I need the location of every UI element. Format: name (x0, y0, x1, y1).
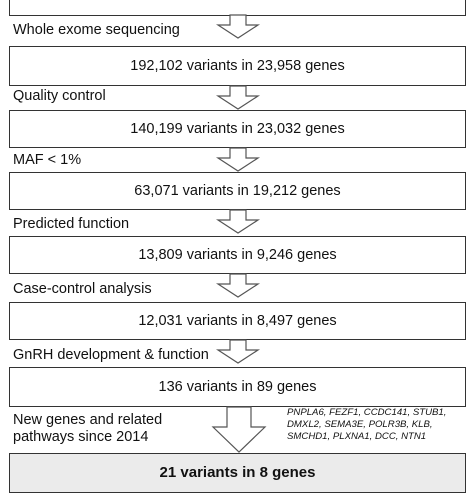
down-arrow-icon (215, 147, 261, 172)
result-box: 140,199 variants in 23,032 genes (9, 110, 466, 148)
final-result-box: 21 variants in 8 genes (9, 453, 466, 493)
step-label: Case-control analysis (13, 281, 152, 297)
down-arrow-icon (211, 406, 267, 453)
down-arrow-icon (215, 85, 261, 110)
down-arrow-icon (215, 209, 261, 234)
step-label: Whole exome sequencing (13, 22, 180, 38)
top-box (9, 0, 466, 16)
result-box: 63,071 variants in 19,212 genes (9, 172, 466, 210)
result-box: 12,031 variants in 8,497 genes (9, 302, 466, 340)
step-label: MAF < 1% (13, 152, 82, 168)
step-label: Predicted function (13, 216, 130, 232)
gene-list: PNPLA6, FEZF1, CCDC141, STUB1,DMXL2, SEM… (287, 407, 446, 443)
step-label-line2: pathways since 2014 (13, 429, 149, 445)
flowchart: Whole exome sequencing 192,102 variants … (9, 0, 466, 493)
result-box: 192,102 variants in 23,958 genes (9, 46, 466, 86)
step-label: GnRH development & function (13, 347, 209, 363)
result-box: 13,809 variants in 9,246 genes (9, 236, 466, 274)
down-arrow-icon (215, 339, 261, 364)
result-box: 136 variants in 89 genes (9, 367, 466, 407)
gene-list-line: SMCHD1, PLXNA1, DCC, NTN1 (287, 431, 427, 442)
down-arrow-icon (215, 273, 261, 298)
step-label: Quality control (13, 88, 106, 104)
gene-list-line: PNPLA6, FEZF1, CCDC141, STUB1, (287, 407, 447, 418)
gene-list-line: DMXL2, SEMA3E, POLR3B, KLB, (287, 419, 433, 430)
final-result-text: 21 variants in 8 genes (159, 464, 316, 481)
step-label-line1: New genes and related (13, 412, 163, 428)
down-arrow-icon (215, 14, 261, 39)
